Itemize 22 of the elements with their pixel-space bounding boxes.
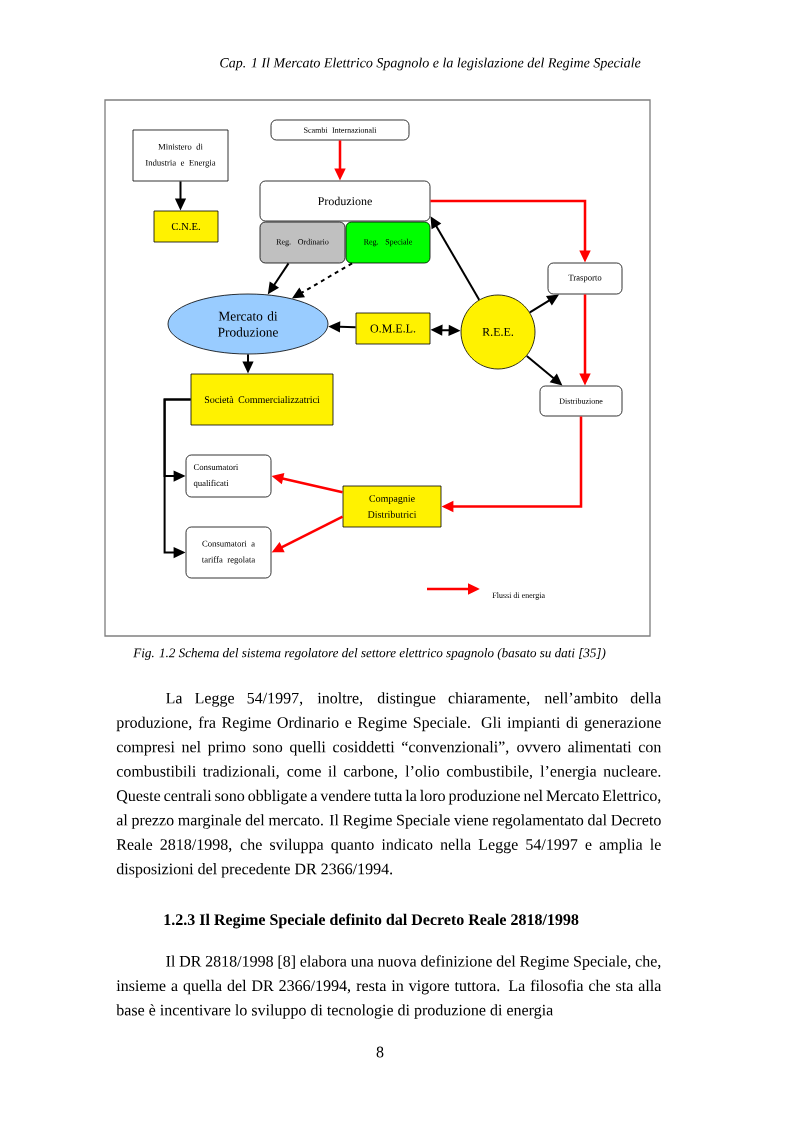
rounded-box: Consumatori qualificati xyxy=(185,454,272,498)
rounded-box: Scambi Internazionali xyxy=(270,119,410,141)
rounded-box: Reg. Speciale xyxy=(345,221,431,264)
section-heading: 1.2.3 Il Regime Speciale definito dal Decreto Reale 2818/1998 xyxy=(164,913,579,929)
page-number: 8 xyxy=(376,1046,384,1058)
process-box: C.N.E. xyxy=(153,210,219,243)
figure-caption: Fig. 1.2 Schema del sistema regolatore del settore elettrico spagnolo (basato su dati [35]) xyxy=(133,648,606,660)
process-box: Compagnie Distributrici xyxy=(342,485,442,528)
process-box: Società Commercializzatrici xyxy=(190,373,334,426)
circle-node: R.E.E. xyxy=(460,294,536,370)
running-header: Cap. 1 Il Mercato Elettrico Spagnolo e la legislazione del Regime Speciale xyxy=(220,57,641,71)
rounded-box: Reg. Ordinario xyxy=(259,221,346,264)
rounded-box: Produzione xyxy=(259,180,431,222)
paragraph: La Legge 54/1997, inoltre, distingue chiaramente, nell’ambito della produzione, fra Regime Ordinario e Regime Speciale. Gli impianti di generazione compresi nel primo sono quelli cosiddetti “convenzionali”, ovvero alimentati con combustibili tradizionali, come il carbone, l’olio combustibile, l’energia nucleare. Queste centrali sono obbligate a vendere tutta la loro produzione nel Mercato Elettrico, al prezzo marginale del mercato. Il Regime Speciale viene regolamentato dal Decreto Reale 2818/1998, che sviluppa quanto indicato nella Legge 54/1997 e amplia le disposizioni del precedente DR 2366/1994. xyxy=(116,692,662,878)
rounded-box: Consumatori a tariffa regolata xyxy=(185,526,272,579)
rounded-box: Trasporto xyxy=(547,262,623,295)
legend-text: Flussi di energia xyxy=(492,592,545,600)
paragraph: Il DR 2818/1998 [8] elabora una nuova definizione del Regime Speciale, che, insieme a quella del DR 2366/1994, resta in vigore tuttora. La filosofia che sta alla base è incentivare lo sviluppo di tecnologie di produzione di energia xyxy=(116,955,662,1019)
process-box: Ministero di Industria e Energia xyxy=(132,129,229,182)
process-box: O.M.E.L. xyxy=(355,312,431,345)
rounded-box: Distribuzione xyxy=(539,385,623,417)
oval-node: Mercato di Produzione xyxy=(167,293,329,355)
